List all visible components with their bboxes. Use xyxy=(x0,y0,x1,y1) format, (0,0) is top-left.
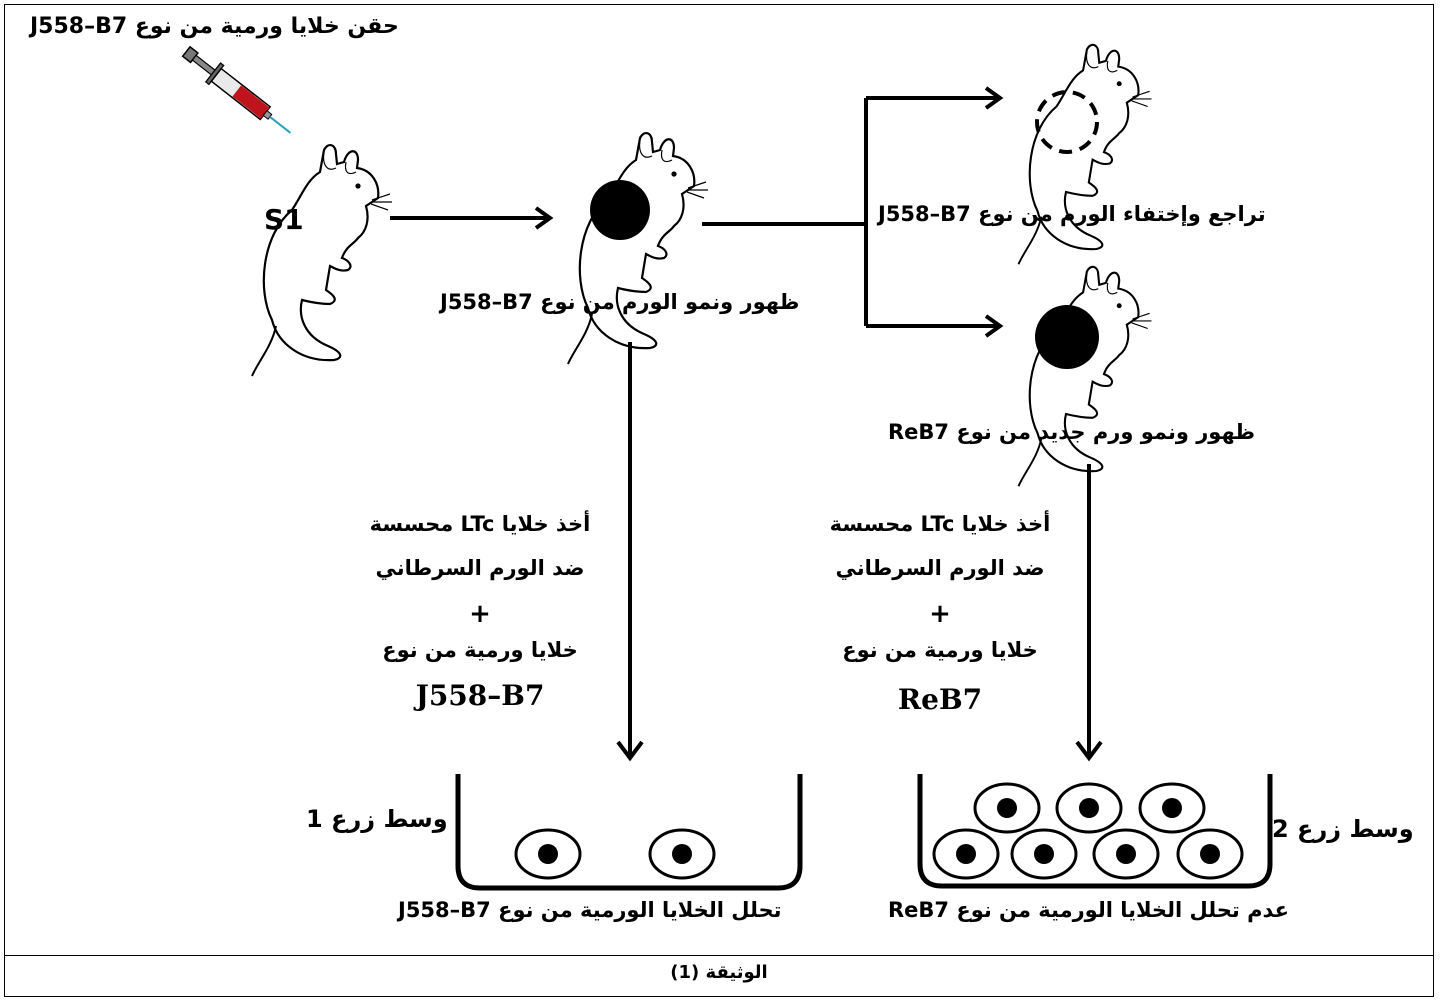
left-step-plus: + xyxy=(469,599,491,629)
mouse-icon xyxy=(566,131,710,366)
left-step-line2: ضد الورم السرطاني xyxy=(375,556,585,580)
flow-arrows xyxy=(390,86,1103,762)
right-step-type: ReB7 xyxy=(897,683,983,716)
tumor-cell-icon xyxy=(1092,828,1160,880)
mouse-icon xyxy=(1017,43,1153,266)
document-frame xyxy=(4,4,1434,997)
mouse-icon xyxy=(250,143,394,378)
left-step-type: J558–B7 xyxy=(415,679,545,712)
mouse-icon xyxy=(1017,265,1153,488)
tumor-icon xyxy=(590,180,650,240)
tumor-cell-icon xyxy=(1055,782,1123,834)
culture-dish-1 xyxy=(455,774,803,891)
culture-dish-2 xyxy=(917,774,1273,889)
medium2-label: وسط زرع 2 xyxy=(1272,815,1414,843)
mouse-s1-label: S1 xyxy=(264,203,304,236)
left-step-line3: خلايا ورمية من نوع xyxy=(382,638,578,662)
right-step-plus: + xyxy=(929,599,951,629)
regressed-tumor-icon xyxy=(1035,90,1099,154)
new-tumor-label: ظهور ونمو ورم جديد من نوع ReB7 xyxy=(888,420,1256,444)
document-caption: الوثيقة (1) xyxy=(670,962,768,983)
caption-divider xyxy=(4,955,1434,956)
tumor-growth-label: ظهور ونمو الورم من نوع J558–B7 xyxy=(440,290,800,314)
tumor-cell-icon xyxy=(1176,828,1244,880)
tumor-cell-icon xyxy=(648,828,716,880)
tumor-cell-icon xyxy=(514,828,582,880)
syringe-icon xyxy=(181,45,291,134)
tumor-icon xyxy=(1035,305,1099,369)
tumor-cell-icon xyxy=(1138,782,1206,834)
right-step-line2: ضد الورم السرطاني xyxy=(835,556,1045,580)
left-step-line1: أخذ خلايا LTc محسسة xyxy=(369,512,591,536)
result1-label: تحلل الخلايا الورمية من نوع J558–B7 xyxy=(398,898,782,922)
right-step-line3: خلايا ورمية من نوع xyxy=(842,638,1038,662)
result2-label: عدم تحلل الخلايا الورمية من نوع ReB7 xyxy=(888,898,1289,922)
injection-label: حقن خلايا ورمية من نوع J558–B7 xyxy=(30,14,399,39)
medium1-label: وسط زرع 1 xyxy=(306,805,448,833)
tumor-cell-icon xyxy=(932,828,1000,880)
right-step-line1: أخذ خلايا LTc محسسة xyxy=(829,512,1051,536)
tumor-cell-icon xyxy=(973,782,1041,834)
regression-label: تراجع وإختفاء الورم من نوع J558–B7 xyxy=(878,202,1266,226)
tumor-cell-icon xyxy=(1010,828,1078,880)
